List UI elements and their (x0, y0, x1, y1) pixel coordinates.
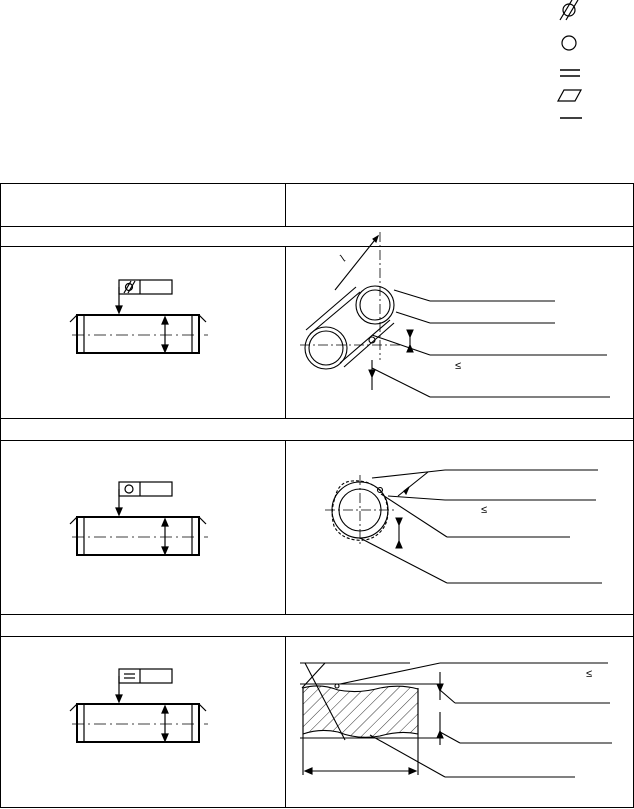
frame-parallel-icon (124, 673, 135, 679)
parallel-lines-icon (560, 69, 580, 77)
row-straightness-illustration (300, 662, 612, 778)
frame-roundness-icon (124, 484, 134, 494)
row-cylindricity-drawing (69, 279, 208, 354)
row-cylindricity-illustration (300, 232, 610, 398)
cyl-dim-letter: l (338, 253, 349, 264)
row-straightness-drawing (69, 668, 208, 743)
cyl-leq-label: ≤ (455, 360, 461, 372)
round-leq-label: ≤ (481, 504, 487, 516)
table-grid (0, 183, 634, 808)
row-roundness-illustration (325, 469, 602, 584)
frame-cylindricity-icon (123, 280, 136, 294)
flatness-icon (556, 89, 583, 102)
cylindricity-icon (559, 0, 579, 21)
roundness-icon (561, 35, 577, 51)
row-roundness-drawing (69, 481, 208, 556)
straight-leq-label: ≤ (586, 668, 592, 680)
